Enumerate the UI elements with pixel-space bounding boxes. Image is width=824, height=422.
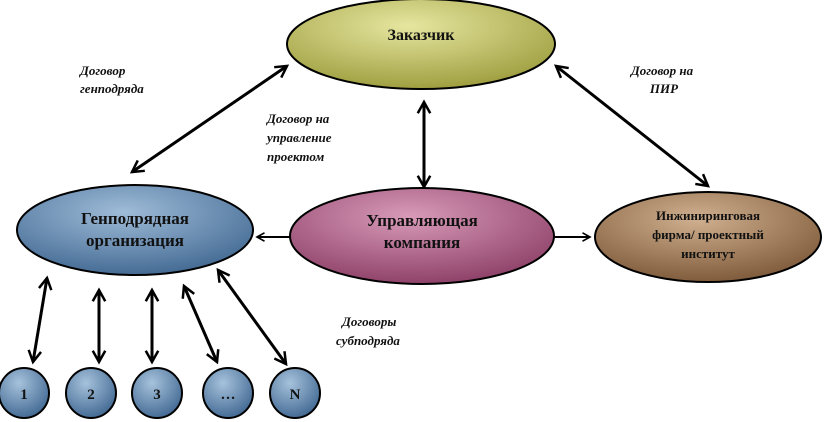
subcontracts-label-line2: субподряда xyxy=(336,333,400,348)
management-company-label-line1: Управляющая xyxy=(366,211,478,230)
general-contract-label-line2: генподряда xyxy=(80,81,144,96)
node-engineering-firm: Инжиниринговая фирма/ проектный институт xyxy=(594,191,822,283)
arrow-general-customer xyxy=(132,66,287,172)
design-contract-label-line1: Договор на xyxy=(630,63,694,78)
subcontractor-label: 2 xyxy=(87,387,95,403)
subcontractor-node: N xyxy=(269,367,321,419)
subcontractor-label: 1 xyxy=(20,387,28,403)
subcontractor-label: 3 xyxy=(153,387,161,403)
edge-label-design-contract: Договор на ПИР xyxy=(630,63,694,96)
project-management-label-line1: Договор на xyxy=(266,111,330,126)
subcontractor-node: 1 xyxy=(0,367,50,419)
management-company-label-line2: компания xyxy=(384,233,460,252)
subcontractors: 1 2 3 … N xyxy=(0,367,321,419)
subcontractor-node: 3 xyxy=(131,367,183,419)
arrow-general-sub-1 xyxy=(33,278,47,362)
subcontractor-label: … xyxy=(221,387,236,403)
node-customer: Заказчик xyxy=(286,0,556,90)
node-general-contractor: Генподрядная организация xyxy=(16,184,254,276)
arrow-general-sub-4 xyxy=(184,286,217,362)
general-contractor-ellipse xyxy=(16,184,254,276)
subcontractor-label: N xyxy=(290,387,301,403)
edge-label-general-contract: Договор генподряда xyxy=(79,63,144,96)
arrows xyxy=(33,66,708,364)
project-management-label-line2: управление xyxy=(265,130,332,145)
engineering-firm-label-line1: Инжиниринговая xyxy=(656,208,760,223)
engineering-firm-label-line2: фирма/ проектный xyxy=(652,227,764,242)
node-management-company: Управляющая компания xyxy=(289,187,555,285)
general-contractor-label-line1: Генподрядная xyxy=(81,209,189,228)
general-contract-label-line1: Договор xyxy=(79,63,126,78)
engineering-firm-ellipse xyxy=(594,191,822,283)
subcontracts-label-line1: Договоры xyxy=(341,314,396,329)
project-management-label-line3: проектом xyxy=(267,149,324,164)
management-company-ellipse xyxy=(289,187,555,285)
general-contractor-label-line2: организация xyxy=(86,231,184,250)
subcontractor-node: … xyxy=(202,367,254,419)
edge-label-subcontracts: Договоры субподряда xyxy=(336,314,400,348)
design-contract-label-line2: ПИР xyxy=(649,81,679,96)
customer-ellipse xyxy=(286,0,556,90)
arrow-customer-engineering xyxy=(556,66,708,186)
customer-label: Заказчик xyxy=(388,27,456,44)
subcontractor-node: 2 xyxy=(65,367,117,419)
engineering-firm-label-line3: институт xyxy=(681,246,735,261)
arrow-general-sub-5 xyxy=(218,270,286,364)
edge-label-project-management: Договор на управление проектом xyxy=(265,111,332,164)
